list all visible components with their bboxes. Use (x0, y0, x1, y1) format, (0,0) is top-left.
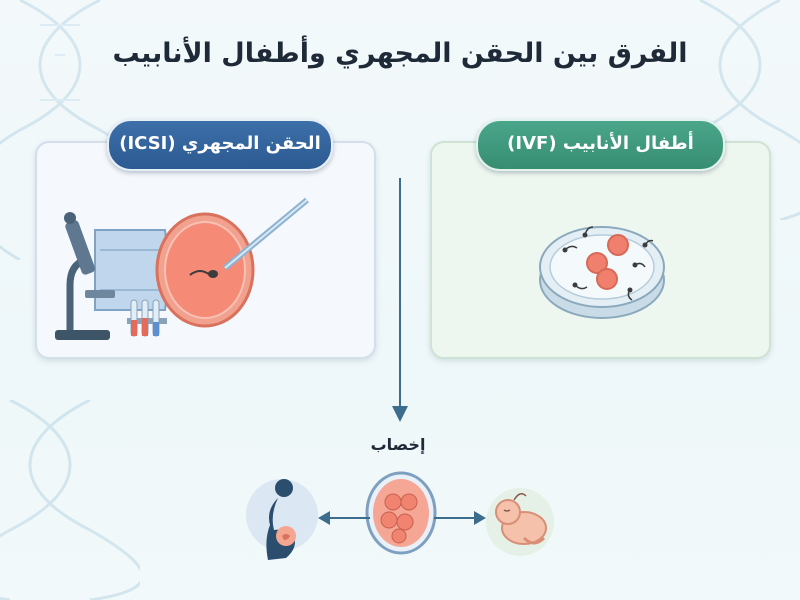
diagram-title: الفرق بين الحقن المجهري وأطفال الأنابيب (112, 38, 688, 69)
ivf-panel (430, 141, 771, 359)
embryo-icon (365, 471, 437, 555)
flow-arrow-left (318, 511, 370, 525)
fertilization-label: إخصاب (370, 435, 426, 454)
petri-dish-icon (539, 226, 665, 319)
pregnant-woman-icon (246, 479, 318, 560)
egg-cell-icon (155, 212, 255, 328)
flow-arrow-down (392, 178, 408, 422)
dna-decoration-bottom-left (0, 400, 140, 600)
baby-icon (486, 488, 554, 556)
ivf-label: أطفال الأنابيب (IVF) (476, 119, 725, 171)
pipette-icon (223, 197, 309, 271)
icsi-label: الحقن المجهري (ICSI) (107, 119, 333, 171)
dna-decoration-left (0, 0, 140, 260)
test-tubes-icon (127, 299, 167, 337)
icsi-illustration (55, 197, 309, 340)
flow-arrow-right (434, 511, 486, 525)
microscope-icon (55, 212, 115, 340)
